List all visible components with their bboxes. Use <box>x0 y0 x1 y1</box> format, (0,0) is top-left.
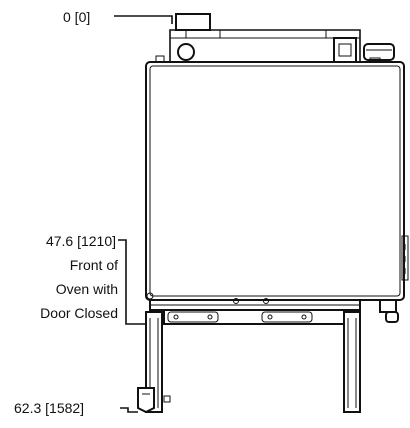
side-panel-detail <box>401 235 409 281</box>
top-housing <box>169 29 361 62</box>
right-hinge-fitting <box>379 299 399 323</box>
side-fitting <box>363 43 395 61</box>
bottom-dimension-leader <box>120 407 138 413</box>
front-note-line-2: Oven with <box>56 281 118 297</box>
control-box <box>333 37 357 63</box>
left-hinge-pin <box>146 292 154 300</box>
front-dimension-label: 47.6 [1210] <box>46 233 116 249</box>
top-dimension-leader <box>114 15 173 24</box>
round-port <box>177 43 195 61</box>
oven-body-inner-edge <box>149 65 401 297</box>
top-dimension-label: 0 [0] <box>63 9 90 25</box>
front-note-line-1: Front of <box>70 257 118 273</box>
right-leg <box>343 311 361 413</box>
door-frame <box>149 298 361 325</box>
oven-body <box>145 61 405 301</box>
front-dimension-leader <box>118 239 146 325</box>
front-note-line-3: Door Closed <box>40 305 118 321</box>
flue-vent <box>175 13 211 31</box>
bottom-dimension-label: 62.3 [1582] <box>14 400 84 416</box>
leg-foot-bracket <box>137 387 171 414</box>
